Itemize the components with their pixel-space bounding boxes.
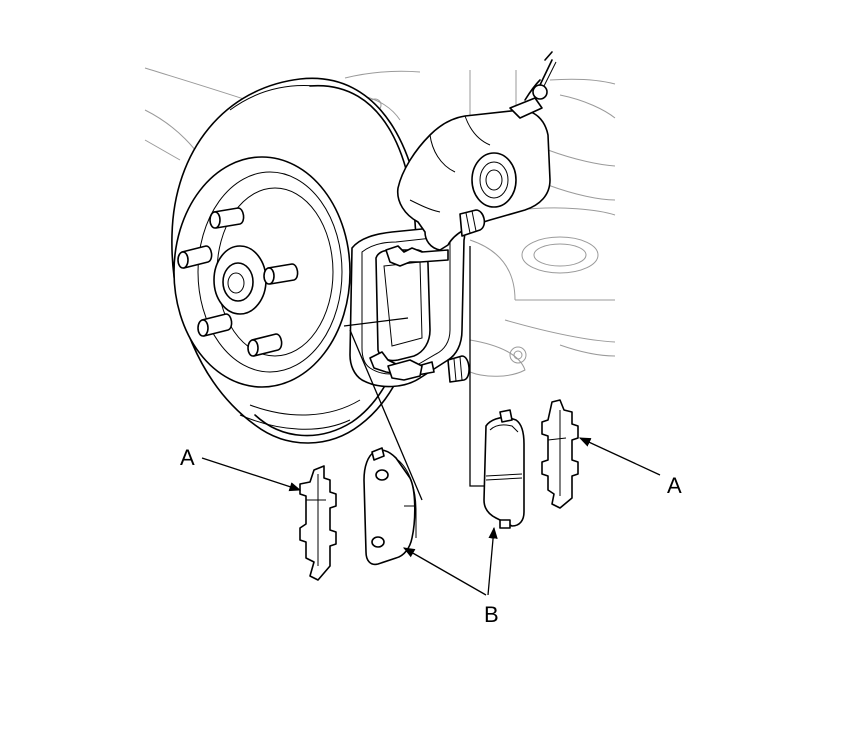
callout-A-left: A	[180, 445, 302, 492]
pad-right	[483, 409, 525, 529]
caliper-body	[396, 51, 557, 251]
caliper-bracket	[349, 225, 470, 388]
callout-A-right: A	[578, 437, 682, 498]
lug-stud-4	[197, 313, 233, 337]
lug-stud-5	[247, 333, 283, 357]
callout-B: B	[402, 526, 499, 627]
label-B: B	[484, 602, 499, 627]
shim-left	[299, 465, 337, 581]
guide-lines	[343, 246, 490, 501]
label-A-right: A	[667, 473, 682, 498]
lug-stud-3	[263, 263, 299, 285]
lug-stud-2	[177, 245, 213, 269]
pad-left	[363, 447, 417, 566]
lug-stud-1	[209, 207, 245, 229]
shim-right	[541, 399, 579, 509]
wheel-hub	[177, 207, 299, 357]
label-A-left: A	[180, 445, 195, 470]
